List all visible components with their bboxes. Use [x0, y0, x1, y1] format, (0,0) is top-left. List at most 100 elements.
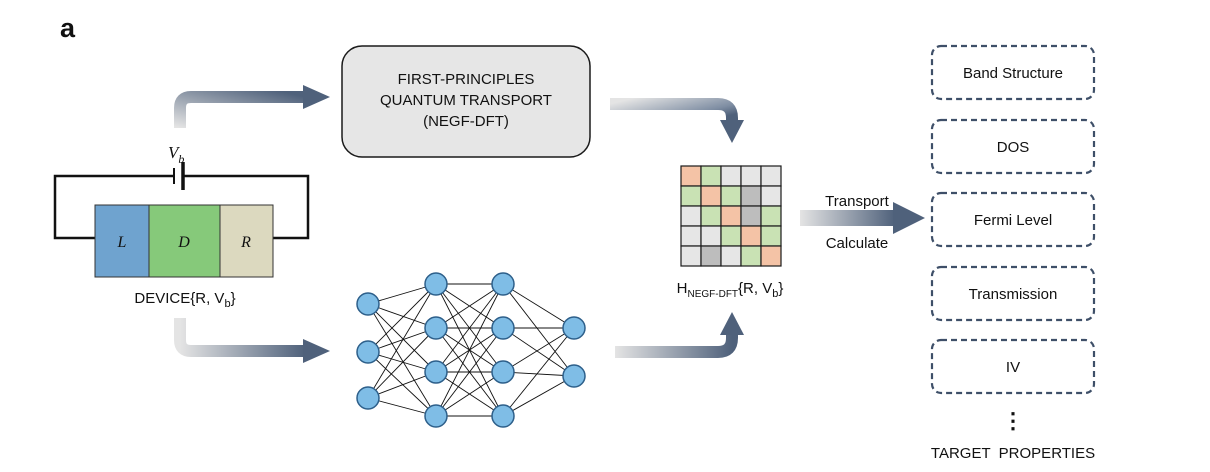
network-node [424, 272, 448, 296]
network-node [491, 272, 515, 296]
arrow-label-calculate: Calculate [826, 235, 889, 252]
matrix-cell [700, 165, 722, 187]
network-node [356, 340, 380, 364]
network-edge [502, 371, 575, 377]
network-node [562, 364, 586, 388]
matrix-cell [680, 185, 702, 207]
process-box: FIRST-PRINCIPLES QUANTUM TRANSPORT (NEGF… [341, 45, 591, 158]
network-edge [367, 283, 437, 305]
network-edge [435, 283, 504, 417]
target-box-dos: DOS [930, 118, 1096, 175]
matrix-cell [740, 245, 762, 267]
target-label: Fermi Level [974, 212, 1052, 229]
network-edge [367, 283, 437, 353]
network-edge [435, 283, 504, 373]
matrix-caption: HNEGF-DFT{R, Vb} [677, 280, 784, 300]
network-node [491, 404, 515, 428]
target-properties: Band Structure DOS Fermi Level Transmiss… [930, 44, 1096, 462]
matrix-cell [680, 205, 702, 227]
network-edge [502, 327, 575, 373]
network-edge [367, 371, 437, 399]
network-edge [367, 303, 437, 417]
process-line-1: FIRST-PRINCIPLES [398, 71, 535, 88]
device-region-r [219, 204, 274, 278]
matrix-cell [680, 165, 702, 187]
network-edge [502, 327, 575, 377]
device-region-l [94, 204, 150, 278]
matrix-cell [720, 185, 742, 207]
arrow-device-to-process [174, 85, 330, 128]
device: L D R [94, 204, 274, 278]
battery-icon [173, 162, 185, 190]
network-node [562, 316, 586, 340]
battery-label: Vb [168, 143, 184, 166]
arrow-device-to-network [174, 318, 330, 363]
network-edge [502, 375, 575, 417]
network-node [491, 316, 515, 340]
matrix-cell [700, 205, 722, 227]
matrix-cell [760, 165, 782, 187]
matrix-cell [740, 225, 762, 247]
arrow-label-transport: Transport [825, 193, 889, 210]
process-line-2: QUANTUM TRANSPORT [380, 92, 552, 109]
matrix-cell [760, 205, 782, 227]
matrix-cell [680, 225, 702, 247]
network-edge [367, 327, 437, 353]
target-properties-heading: TARGET PROPERTIES [931, 445, 1095, 462]
network-node [356, 386, 380, 410]
arrow-process-to-matrix [610, 98, 744, 143]
network-node [424, 316, 448, 340]
device-label-l: L [117, 234, 127, 251]
target-label: DOS [997, 139, 1030, 156]
arrow-network-to-matrix [615, 312, 744, 358]
target-label: IV [1006, 359, 1020, 376]
matrix-cell [720, 245, 742, 267]
network-edge [367, 303, 437, 329]
network-edge [502, 283, 575, 329]
network-edge [367, 351, 437, 373]
panel-label: a [60, 13, 76, 43]
target-label: Band Structure [963, 65, 1063, 82]
matrix-cell [740, 185, 762, 207]
ellipsis-icon: ⋮ [1002, 408, 1024, 433]
circuit-wire [53, 174, 310, 240]
device-caption: DEVICE{R, Vb} [134, 290, 235, 310]
target-label: Transmission [969, 286, 1058, 303]
device-label-r: R [240, 234, 251, 251]
arrow-matrix-to-targets [800, 202, 925, 234]
matrix-cell [740, 165, 762, 187]
matrix-cell [720, 165, 742, 187]
hamiltonian-matrix [680, 165, 782, 267]
target-box-iv: IV [930, 338, 1096, 395]
network-node [491, 360, 515, 384]
network-node [424, 360, 448, 384]
network-edge [502, 327, 575, 417]
network-node [356, 292, 380, 316]
target-box-fermi-level: Fermi Level [930, 191, 1096, 248]
network-edge [435, 371, 504, 417]
process-line-3: (NEGF-DFT) [423, 113, 509, 130]
network-edge [435, 283, 504, 329]
network-edge [367, 351, 437, 417]
matrix-cell [700, 225, 722, 247]
matrix-cell [720, 205, 742, 227]
matrix-cell [760, 245, 782, 267]
matrix-cell [760, 185, 782, 207]
matrix-cell [700, 245, 722, 267]
matrix-cell [760, 225, 782, 247]
network-edge [367, 303, 437, 373]
target-box-transmission: Transmission [930, 265, 1096, 322]
network-edge [502, 283, 575, 377]
matrix-cell [720, 225, 742, 247]
network-edge [367, 327, 437, 399]
device-label-d: D [177, 234, 190, 251]
network-edge [367, 283, 437, 399]
network-edge [435, 327, 504, 417]
target-box-band-structure: Band Structure [930, 44, 1096, 101]
matrix-cell [740, 205, 762, 227]
matrix-cell [700, 185, 722, 207]
network-node [424, 404, 448, 428]
matrix-cell [680, 245, 702, 267]
neural-network-icon [356, 272, 586, 428]
